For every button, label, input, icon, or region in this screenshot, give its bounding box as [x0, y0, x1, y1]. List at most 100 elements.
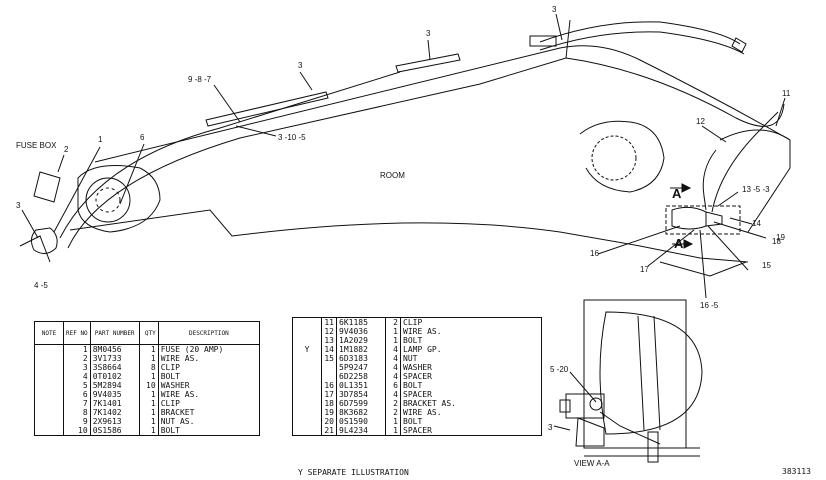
note-cell — [34, 390, 64, 399]
note-cell — [292, 381, 322, 390]
callout-3-view: 3 — [548, 423, 553, 432]
note-cell — [292, 390, 322, 399]
description-cell: SPACER — [400, 390, 542, 399]
ref-cell: 21 — [321, 426, 337, 436]
description-cell: WASHER — [158, 381, 261, 390]
part-number-cell: 8K3682 — [336, 408, 386, 417]
note-cell — [34, 408, 64, 417]
part-number-cell: 3D7854 — [336, 390, 386, 399]
ref-cell: 7 — [63, 399, 91, 408]
section-marker-top: A — [672, 186, 682, 201]
qty-cell: 1 — [139, 354, 159, 363]
description-cell: WIRE AS. — [400, 327, 542, 336]
description-cell: WIRE AS. — [158, 390, 261, 399]
part-number-cell: 9L4234 — [336, 426, 386, 436]
description-cell: BOLT — [400, 417, 542, 426]
part-number-cell: 6D2258 — [336, 372, 386, 381]
ref-cell: 11 — [321, 317, 337, 327]
boom-upper-edge — [94, 45, 791, 163]
boom-cutout — [579, 120, 665, 193]
boom-lug-left — [77, 165, 161, 233]
description-cell: WIRE AS. — [400, 408, 542, 417]
qty-cell: 2 — [385, 399, 401, 408]
note-cell — [34, 399, 64, 408]
qty-cell: 1 — [385, 336, 401, 345]
qty-cell: 1 — [139, 390, 159, 399]
description-cell: WASHER — [400, 363, 542, 372]
qty-cell: 4 — [385, 390, 401, 399]
part-number-cell: 2X9613 — [90, 417, 140, 426]
part-number-cell: 5M2894 — [90, 381, 140, 390]
lamp-bracket — [665, 205, 741, 235]
part-number-cell: 3V1733 — [90, 354, 140, 363]
ref-cell: 13 — [321, 336, 337, 345]
description-cell: WIRE AS. — [158, 354, 261, 363]
header-qty: QTY — [139, 321, 159, 345]
part-number-cell: 7K1401 — [90, 399, 140, 408]
qty-cell: 1 — [385, 327, 401, 336]
boom-lower-right — [659, 261, 747, 277]
description-cell: BOLT — [400, 381, 542, 390]
ref-cell: 12 — [321, 327, 337, 336]
ref-cell: 16 — [321, 381, 337, 390]
callout-14: 14 — [752, 219, 761, 228]
ref-cell: 9 — [63, 417, 91, 426]
description-cell: LAMP GP. — [400, 345, 542, 354]
qty-cell: 6 — [385, 381, 401, 390]
note-cell — [34, 417, 64, 426]
description-cell: CLIP — [158, 363, 261, 372]
qty-cell: 1 — [139, 408, 159, 417]
note-cell — [292, 372, 322, 381]
header-description: DESCRIPTION — [158, 321, 261, 345]
qty-cell: 4 — [385, 363, 401, 372]
callout-16-5: 16 -5 — [700, 301, 719, 310]
description-cell: BOLT — [158, 372, 261, 381]
callout-11: 11 — [782, 89, 791, 98]
boom-lower-edge — [69, 209, 749, 263]
part-number-cell: 8M0456 — [90, 344, 140, 354]
description-cell: SPACER — [400, 426, 542, 436]
part-number-cell: 1M1882 — [336, 345, 386, 354]
view-aa-lamp — [599, 311, 703, 435]
ref-cell: 3 — [63, 363, 91, 372]
drawing-number: 383113 — [782, 467, 811, 476]
description-cell: CLIP — [400, 317, 542, 327]
note-cell — [292, 408, 322, 417]
note-cell — [292, 327, 322, 336]
parts-list-table-1: NOTE REF NO PART NUMBER QTY DESCRIPTION … — [34, 321, 261, 436]
ref-cell: 15 — [321, 354, 337, 363]
wire-2 — [67, 57, 785, 249]
part-number-cell: 6K1185 — [336, 317, 386, 327]
upper-harness — [539, 21, 741, 45]
footnote: Y SEPARATE ILLUSTRATION — [298, 468, 409, 477]
qty-cell: 2 — [385, 317, 401, 327]
part-number-cell: 0L1351 — [336, 381, 386, 390]
qty-cell: 10 — [139, 381, 159, 390]
note-cell — [292, 399, 322, 408]
qty-cell: 1 — [139, 399, 159, 408]
note-cell — [34, 363, 64, 372]
callout-4-5: 4 -5 — [34, 281, 48, 290]
boom-pivot-left — [85, 177, 131, 223]
description-cell: BRACKET — [158, 408, 261, 417]
part-number-cell: 5P9247 — [336, 363, 386, 372]
